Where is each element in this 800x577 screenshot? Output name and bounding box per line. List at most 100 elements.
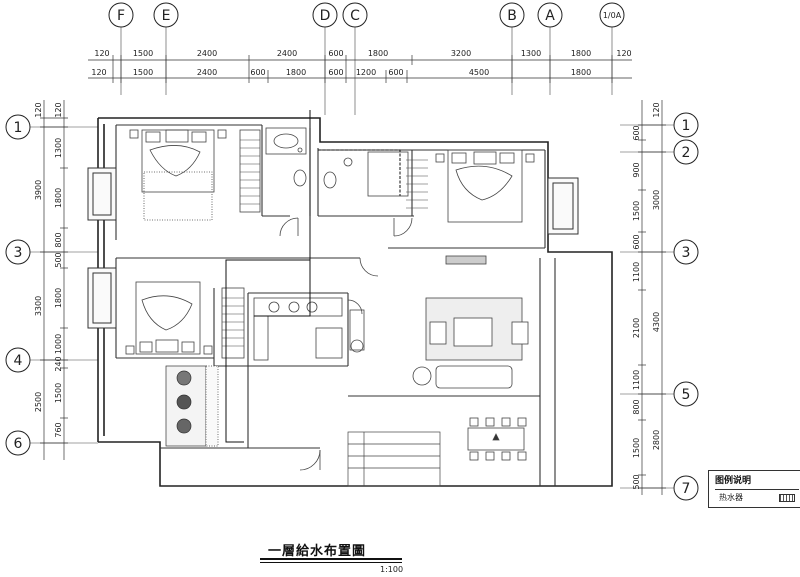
dim-top1-3200: 3200	[451, 49, 471, 58]
dim-left-in-500: 500	[54, 252, 63, 267]
dim-top2-1500: 1500	[133, 68, 153, 77]
door-swings	[279, 217, 413, 471]
dim-top1-1800b: 1800	[571, 49, 591, 58]
dim-right-120: 120	[652, 102, 661, 117]
dim-left-in-760: 760	[54, 422, 63, 437]
dim-right-in-500: 500	[632, 474, 641, 489]
title-underline-thin	[260, 562, 402, 563]
water-heater-symbol-icon	[779, 494, 795, 502]
top-axis-bubbles	[108, 2, 625, 28]
axis-label-3-right: 3	[682, 245, 691, 261]
right-axis-bubbles	[673, 112, 699, 501]
right-dimension-lines	[638, 100, 666, 495]
axis-label-1-0A: 1/0A	[603, 11, 622, 20]
axis-label-A: A	[545, 8, 555, 24]
dim-left-120: 120	[34, 102, 43, 117]
dim-left-in-1300: 1300	[54, 138, 63, 158]
title-underline-thick	[260, 558, 402, 560]
dim-top1-1300: 1300	[521, 49, 541, 58]
dim-top2-1800: 1800	[571, 68, 591, 77]
dim-right-2800: 2800	[652, 430, 661, 450]
dims-top-row1: 120 1500 2400 2400 600 1800 3200 1300 18…	[94, 49, 631, 58]
dim-top1-120b: 120	[616, 49, 631, 58]
dim-left-in-1800b: 1800	[54, 288, 63, 308]
drawing-scale: 1:100	[380, 565, 404, 574]
axis-label-7-right: 7	[682, 481, 691, 497]
living-room-furniture	[412, 255, 529, 389]
dim-left-in-240: 240	[54, 356, 63, 371]
water-pipes	[225, 110, 401, 443]
bedroom-3-furniture	[125, 281, 245, 359]
dim-left-in-1800a: 1800	[54, 188, 63, 208]
dims-right-outer: 120 3000 4300 2800	[652, 102, 661, 450]
legend-row-water-heater: 热水器	[715, 489, 799, 504]
axis-label-2-right: 2	[682, 145, 691, 161]
legend-box: 图例说明 热水器	[708, 470, 800, 508]
left-axis-labels: 1 3 4 6	[14, 120, 23, 452]
dining-furniture	[467, 417, 527, 461]
dims-top-row2: 120 1500 2400 600 1800 600 1200 600 4500…	[91, 68, 591, 77]
axis-label-D: D	[320, 8, 331, 24]
legend-title: 图例说明	[715, 476, 752, 486]
dim-top1-2400a: 2400	[197, 49, 217, 58]
dim-right-in-900: 900	[632, 162, 641, 177]
dim-left-in-1000: 1000	[54, 334, 63, 354]
bedroom-2-furniture	[435, 149, 535, 223]
axis-label-6-left: 6	[14, 436, 23, 452]
dim-top2-2400: 2400	[197, 68, 217, 77]
legend-label-water-heater: 热水器	[719, 493, 743, 502]
axis-label-E: E	[162, 8, 171, 24]
axis-label-4-left: 4	[14, 353, 23, 369]
dim-top1-1800: 1800	[368, 49, 388, 58]
bathroom-2-fixtures	[323, 151, 409, 197]
axis-label-B: B	[507, 8, 517, 24]
dim-left-2500: 2500	[34, 392, 43, 412]
right-axis-lines	[620, 124, 674, 489]
top-axis-labels: F E D C B A 1/0A	[117, 8, 622, 24]
dim-right-in-1100b: 1100	[632, 370, 641, 390]
axis-label-1-left: 1	[14, 120, 23, 136]
dim-top1-2400b: 2400	[277, 49, 297, 58]
dim-right-4300: 4300	[652, 312, 661, 332]
dim-right-3000: 3000	[652, 190, 661, 210]
left-dimension-lines	[40, 100, 68, 460]
dim-left-in-800: 800	[54, 232, 63, 247]
dim-top2-600a: 600	[250, 68, 265, 77]
dim-top1-120a: 120	[94, 49, 109, 58]
kitchen-fixtures	[253, 297, 365, 361]
dim-right-in-1500b: 1500	[632, 438, 641, 458]
left-axis-bubbles	[5, 114, 31, 456]
dims-left-outer: 120 3900 3300 2500	[34, 102, 43, 412]
dim-top2-4500: 4500	[469, 68, 489, 77]
axis-label-3-left: 3	[14, 245, 23, 261]
dims-left-inner: 120 1300 1800 800 500 1800 1000 240 1500…	[54, 102, 63, 437]
axis-label-1-right: 1	[682, 118, 691, 134]
dim-left-in-1500: 1500	[54, 383, 63, 403]
dim-top2-600c: 600	[388, 68, 403, 77]
dim-right-in-1500a: 1500	[632, 201, 641, 221]
wardrobe-hatching	[222, 139, 428, 347]
bathroom-1-fixtures	[265, 127, 307, 187]
dim-left-3900: 3900	[34, 180, 43, 200]
dim-left-in-120: 120	[54, 102, 63, 117]
dim-top2-1800: 1800	[286, 68, 306, 77]
axis-label-C: C	[350, 8, 360, 24]
dim-top2-120: 120	[91, 68, 106, 77]
dim-right-in-600a: 600	[632, 125, 641, 140]
stairs	[347, 431, 441, 487]
bay-windows	[87, 167, 579, 329]
dim-right-in-1100a: 1100	[632, 262, 641, 282]
drawing-title: 一層給水布置圖	[268, 544, 367, 559]
right-axis-labels: 1 2 3 5 7	[682, 118, 691, 497]
top-dimension-lines	[88, 55, 632, 83]
dims-right-inner: 600 900 1500 600 1100 2100 1100 800 1500…	[632, 125, 641, 489]
bedroom-1-furniture	[129, 129, 261, 221]
dim-left-3300: 3300	[34, 296, 43, 316]
dim-right-in-600b: 600	[632, 234, 641, 249]
garden-planters	[165, 365, 219, 447]
dim-right-in-800: 800	[632, 399, 641, 414]
axis-label-5-right: 5	[682, 387, 691, 403]
dim-top1-600: 600	[328, 49, 343, 58]
dim-top1-1500: 1500	[133, 49, 153, 58]
